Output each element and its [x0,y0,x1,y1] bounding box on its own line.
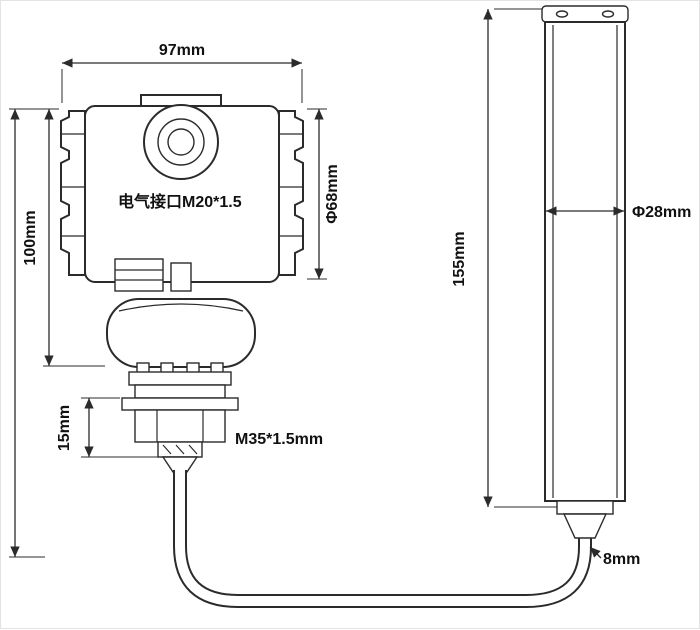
electrical-interface-label: 电气接口M20*1.5 [118,192,242,211]
cable-exit-taper [161,456,199,473]
probe-body [544,21,626,502]
right-fin-lines [279,133,303,237]
dimension-probe-length: 155mm [451,8,557,508]
dimension-overall-left [9,108,59,558]
dimension-flange-height: 15mm [56,397,158,458]
terminal-block-lines [115,269,163,281]
flange-plate-2 [134,384,226,399]
cable-gland [562,513,608,539]
process-connection [106,298,256,368]
dimension-probe-diameter: Φ28mm [546,204,691,221]
leader-line [589,546,602,559]
dimension-head-height: 100mm [22,109,105,367]
dimension-top-width: 97mm [61,42,303,103]
mounting-thread-label: M35*1.5mm [235,431,323,448]
hex-nut [134,409,226,443]
probe-bottom-step [556,500,614,515]
dimension-label: 8mm [603,551,640,568]
probe-top-cap [541,5,629,23]
mounting-flange [121,362,239,411]
left-fin-cap [60,110,86,276]
dimension-label: 15mm [56,405,73,451]
neck-block [170,262,192,292]
cable [173,470,592,608]
dimension-cable-diameter: 8mm [589,546,640,568]
dimension-label: Φ68mm [324,164,341,223]
dimension-head-diameter: Φ68mm [307,108,341,280]
hex-nut-facets [156,410,204,442]
dimension-label: 97mm [159,42,205,59]
extension-lines [9,108,59,558]
dimension-label: 155mm [451,231,468,286]
thread-hatch [162,444,198,455]
extension-lines [494,8,557,508]
left-fin-lines [61,133,85,237]
probe-body-edges [552,25,618,498]
probe-cap-hole [555,10,569,18]
terminal-block [114,258,164,292]
flange-plate-1 [128,371,232,386]
dimension-label: 100mm [22,210,39,265]
extension-lines [61,69,303,103]
right-fin-cap [278,110,304,276]
dimension-label: Φ28mm [632,204,691,221]
process-connection-lip [118,303,244,312]
cable-core [175,470,590,606]
probe-cap-hole [601,10,615,18]
cover-circle-inner [167,128,195,156]
transmitter-head [60,94,304,473]
probe [541,5,629,539]
flange-plate-3 [121,397,239,411]
cable-outline [173,470,592,608]
